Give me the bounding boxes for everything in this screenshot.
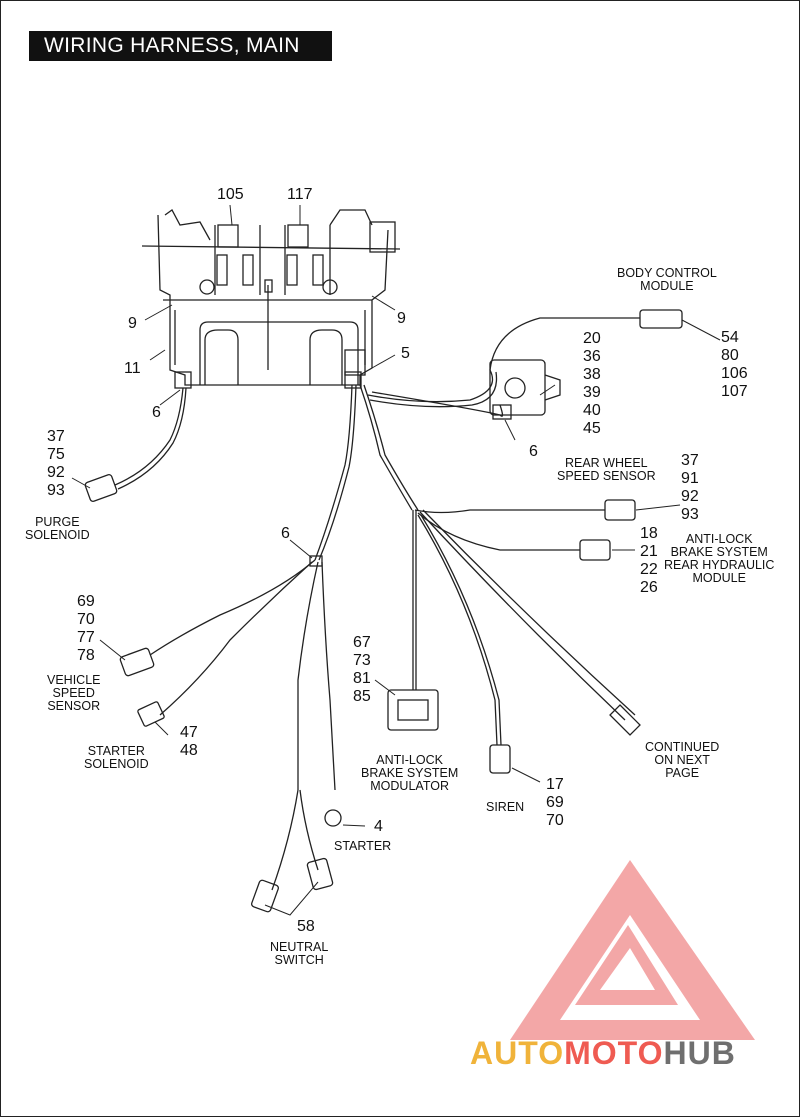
callout-117: 117 bbox=[287, 186, 313, 203]
callout-6-abs: 6 bbox=[529, 443, 538, 460]
automotohub-logo bbox=[510, 860, 755, 1040]
callout-9-right: 9 bbox=[397, 310, 406, 327]
callout-58: 58 bbox=[297, 918, 315, 935]
leader-lines bbox=[71, 204, 721, 916]
harness-wires bbox=[114, 317, 640, 891]
callout-4: 4 bbox=[374, 818, 383, 835]
label-starter: STARTER bbox=[334, 839, 392, 853]
callout-11: 11 bbox=[124, 360, 141, 377]
label-siren: SIREN bbox=[486, 800, 525, 814]
harness-bracket bbox=[141, 209, 401, 389]
callout-9-left: 9 bbox=[128, 315, 137, 332]
callout-6-bracket: 6 bbox=[152, 404, 161, 421]
callout-6-mid: 6 bbox=[281, 525, 290, 542]
callout-5: 5 bbox=[401, 345, 410, 362]
callout-105: 105 bbox=[217, 186, 244, 203]
automotohub-watermark: AUTOMOTOHUB bbox=[470, 1035, 736, 1071]
connectors bbox=[84, 309, 683, 913]
page-title: WIRING HARNESS, MAIN bbox=[29, 31, 332, 61]
